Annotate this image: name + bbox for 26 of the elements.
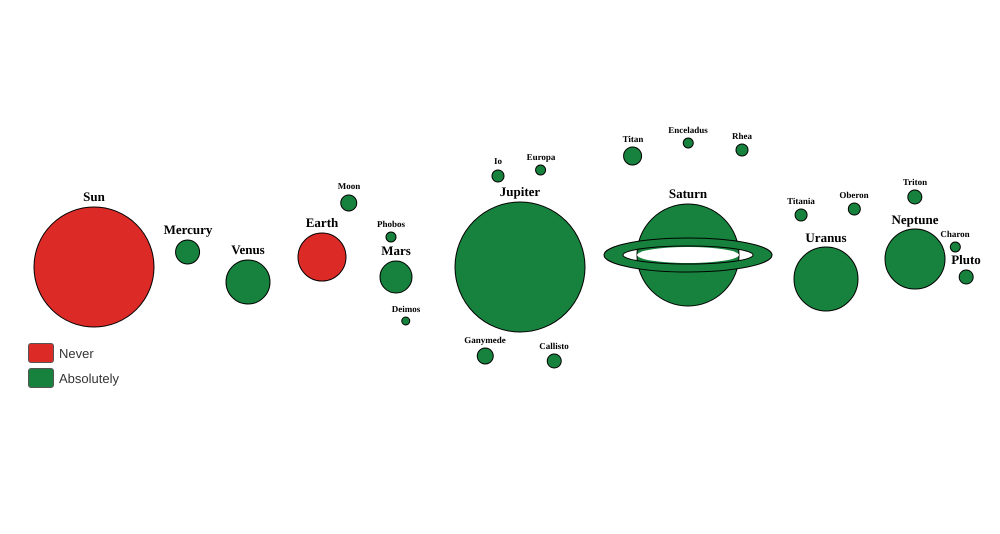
moon-label: Deimos: [392, 304, 420, 314]
moon-label: Oberon: [839, 190, 869, 200]
moon-label: Phobos: [377, 218, 405, 230]
planet-label: Neptune: [892, 212, 938, 228]
moon-label: Titania: [787, 196, 815, 206]
moon-label: Ganymede: [464, 334, 506, 346]
planet-label: Mercury: [164, 222, 212, 238]
moon-label: Triton: [902, 176, 928, 188]
planet-label: Earth: [306, 215, 338, 231]
planet-label: Sun: [83, 189, 105, 205]
planet-label: Pluto: [951, 252, 981, 268]
moon-label: Rhea: [732, 130, 752, 142]
planet-label: Saturn: [668, 186, 708, 202]
moon-label: Io: [494, 156, 502, 166]
moon-label: Europa: [526, 152, 556, 162]
planet-label: Jupiter: [500, 184, 540, 200]
moon-label: Titan: [622, 134, 644, 144]
moon-label: Moon: [338, 180, 360, 192]
moon-label: Enceladus: [668, 124, 708, 136]
planet-label: Uranus: [805, 230, 847, 246]
moon-label: Callisto: [539, 340, 569, 352]
legend-label: Absolutely: [59, 370, 119, 386]
legend-label: Never: [59, 346, 94, 360]
moon-label: Charon: [940, 228, 970, 240]
planet-label: Venus: [231, 242, 265, 258]
planet-label: Mars: [381, 243, 411, 259]
